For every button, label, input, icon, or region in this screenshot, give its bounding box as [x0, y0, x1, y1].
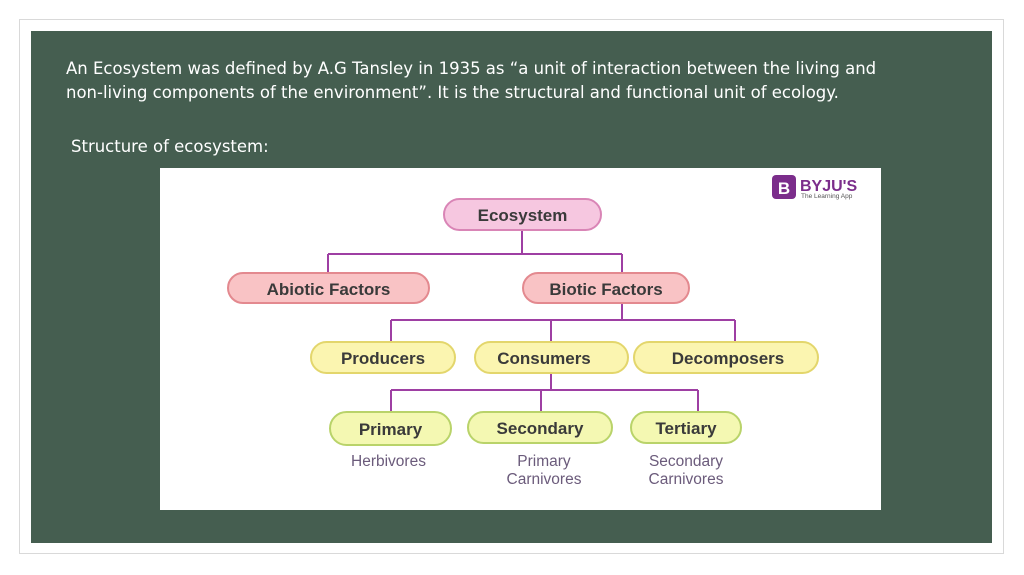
secondary-desc-line2: Carnivores: [507, 471, 582, 488]
tertiary-desc-line2: Carnivores: [649, 471, 724, 488]
secondary-desc-line1: Primary: [517, 453, 571, 470]
node-decomposers-box: [633, 341, 819, 374]
node-secondary: Secondary: [467, 411, 613, 444]
node-abiotic-label: Abiotic Factors: [267, 280, 391, 299]
node-producers-box: [310, 341, 456, 374]
node-primary-box: [329, 411, 452, 446]
connector-lines: [327, 230, 736, 412]
node-primary: Primary: [329, 411, 452, 446]
slide: An Ecosystem was defined by A.G Tansley …: [31, 31, 992, 543]
tertiary-desc-line1: Secondary: [649, 453, 723, 470]
logo-badge: [772, 175, 796, 199]
node-primary-label: Primary: [359, 420, 423, 439]
diagram-svg: Ecosystem Abiotic Factors Biotic Factors…: [227, 175, 857, 488]
connector-consumers: [390, 373, 699, 412]
node-consumers-box: [474, 341, 629, 374]
node-abiotic-factors: Abiotic Factors: [227, 272, 430, 304]
node-biotic-box: [522, 272, 690, 304]
node-tertiary: Tertiary: [630, 411, 742, 444]
node-consumers: Consumers: [474, 341, 629, 374]
node-producers: Producers: [310, 341, 456, 374]
node-tertiary-label: Tertiary: [655, 419, 717, 438]
intro-paragraph: An Ecosystem was defined by A.G Tansley …: [66, 59, 877, 102]
node-biotic-label: Biotic Factors: [549, 280, 662, 299]
connector-root: [327, 230, 623, 273]
level3-descriptions: Herbivores Primary Carnivores Secondary …: [351, 453, 724, 488]
logo-tagline: The Learning App: [801, 193, 853, 200]
node-secondary-label: Secondary: [497, 419, 584, 438]
node-abiotic-box: [227, 272, 430, 304]
node-ecosystem: Ecosystem: [443, 198, 602, 231]
node-tertiary-box: [630, 411, 742, 444]
node-decomposers-label: Decomposers: [672, 349, 784, 368]
node-ecosystem-label: Ecosystem: [478, 206, 568, 225]
node-consumers-label: Consumers: [497, 349, 591, 368]
node-biotic-factors: Biotic Factors: [522, 272, 690, 304]
node-secondary-box: [467, 411, 613, 444]
primary-desc-line1: Herbivores: [351, 453, 426, 470]
logo-letter: B: [778, 179, 790, 198]
byjus-logo: B BYJU'S The Learning App: [772, 175, 857, 200]
node-producers-label: Producers: [341, 349, 425, 368]
node-decomposers: Decomposers: [633, 341, 819, 374]
logo-name: BYJU'S: [800, 178, 857, 195]
connector-biotic: [390, 303, 736, 342]
structure-heading: Structure of ecosystem:: [71, 137, 269, 156]
node-ecosystem-box: [443, 198, 602, 231]
ecosystem-diagram: Ecosystem Abiotic Factors Biotic Factors…: [160, 168, 881, 510]
